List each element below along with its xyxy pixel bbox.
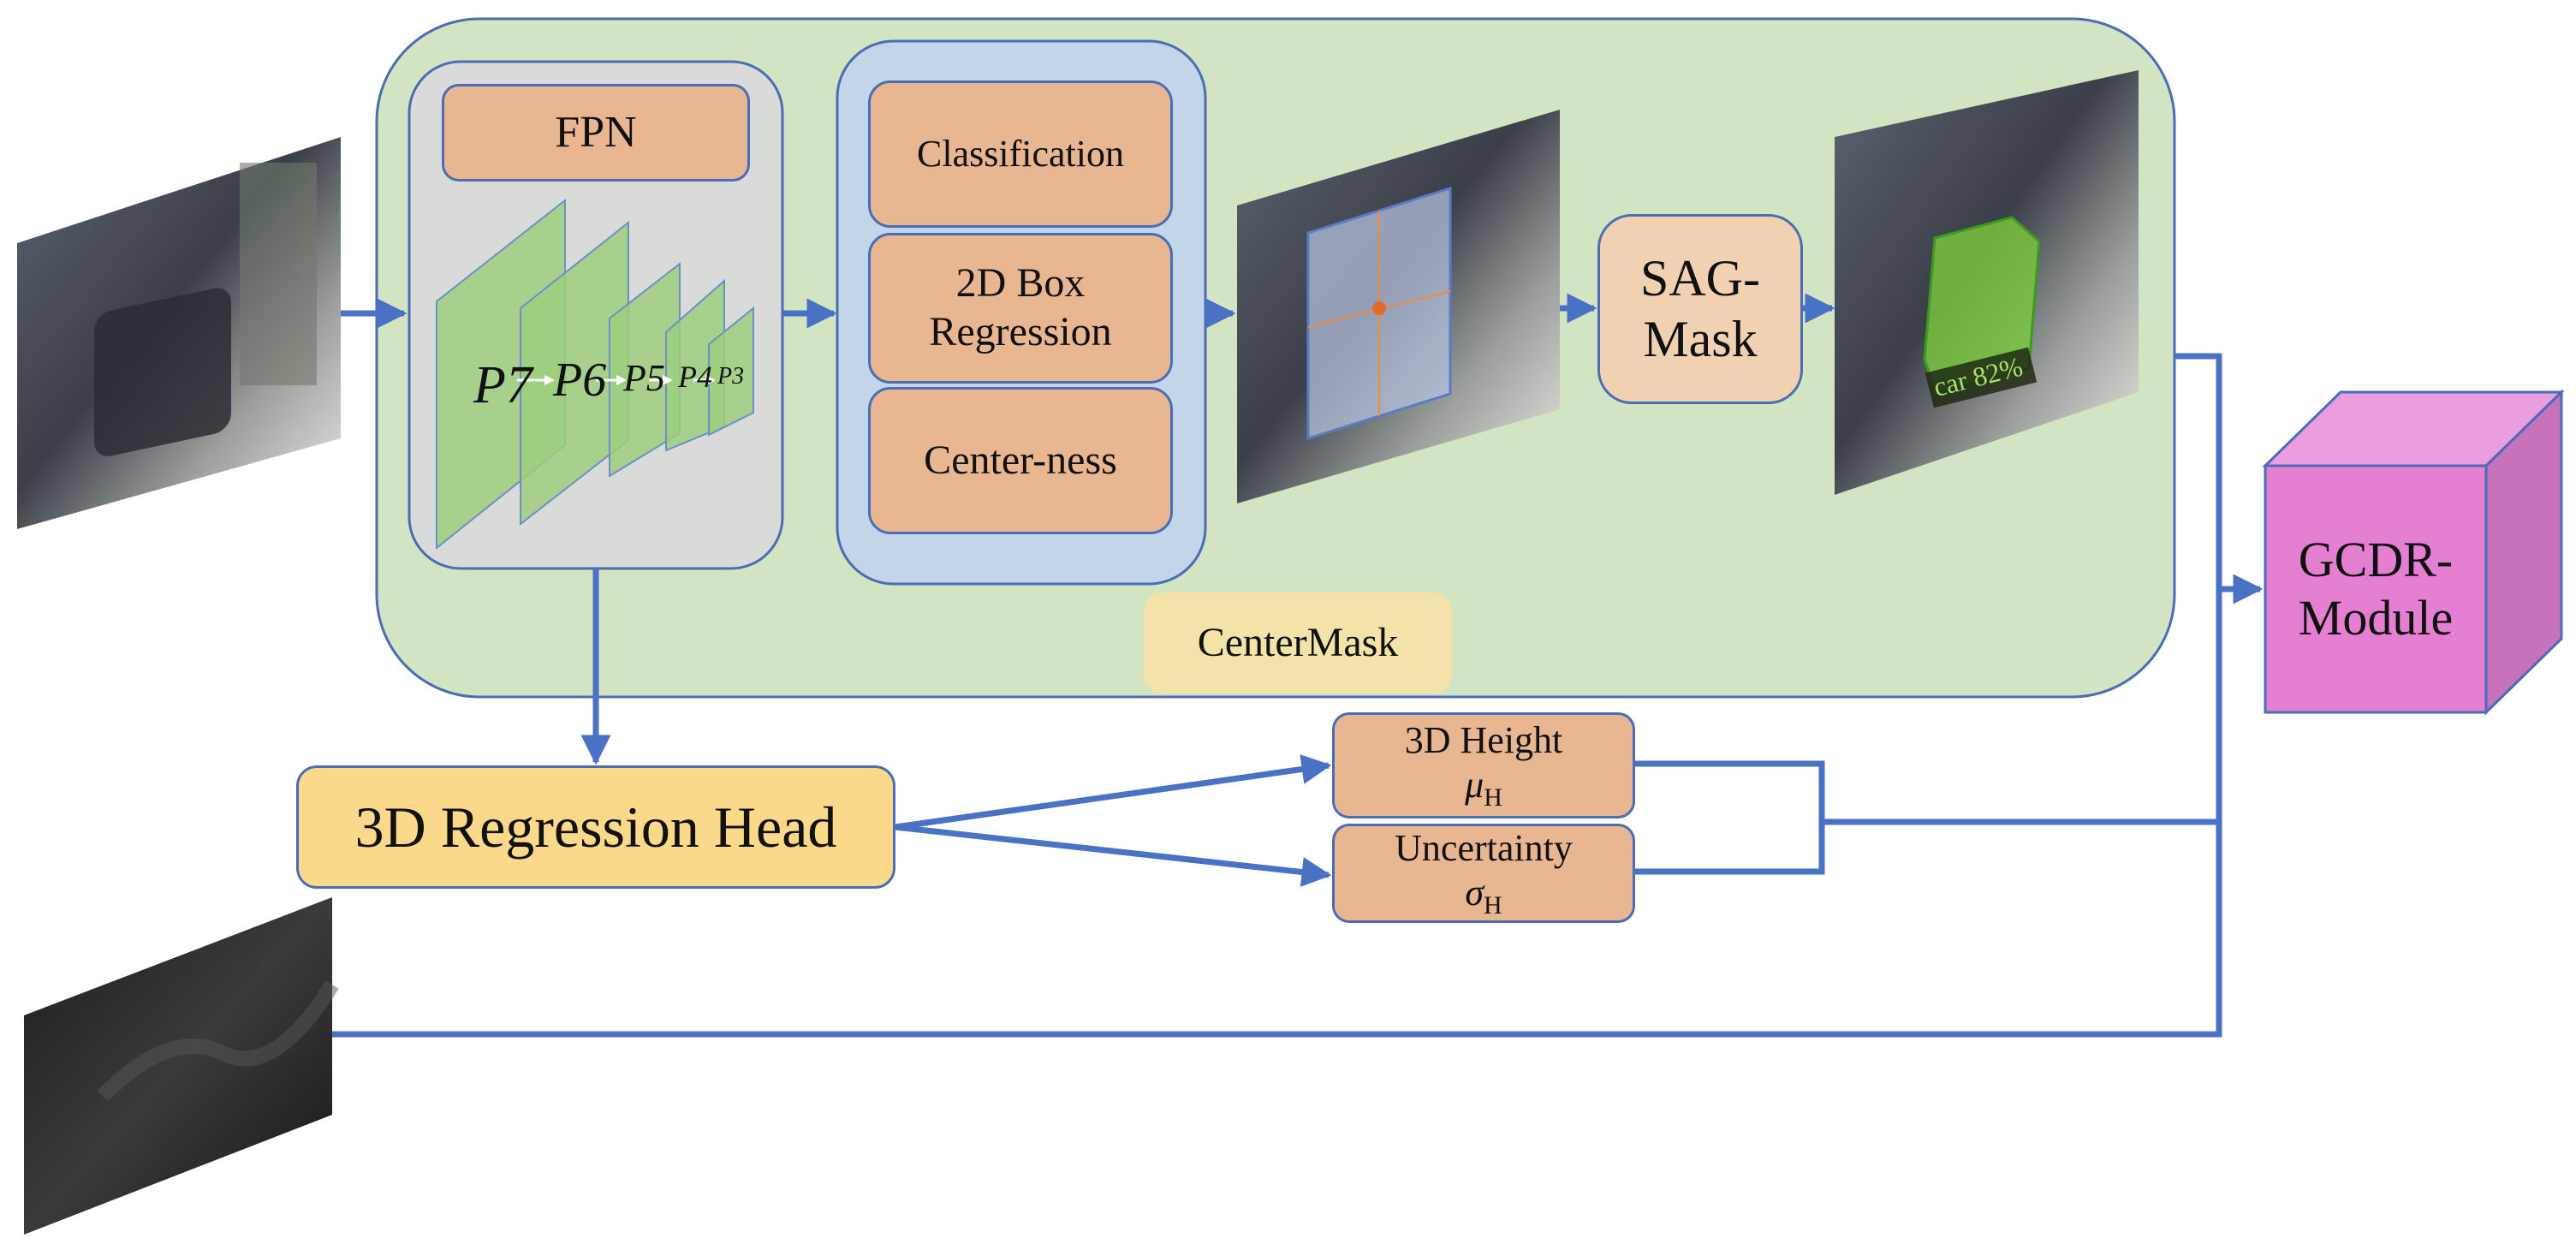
fpn-level-labels: P7 P6 P5 P4 P3 — [473, 354, 744, 414]
regression-head-label: 3D Regression Head — [354, 794, 837, 860]
fpn-label: FPN — [555, 108, 637, 158]
arrow-regression-to-uncertainty — [895, 824, 1332, 887]
fpn-lateral-arrows — [517, 375, 716, 385]
height-output-subscript: H — [1484, 783, 1502, 812]
segmentation-mask-image: car 82% — [1835, 70, 2139, 495]
bus-line — [332, 353, 2222, 1038]
feature-map-p3 — [708, 306, 754, 437]
gcdr-module-box: GCDR- Module — [2265, 466, 2486, 712]
level-label-p4: P4 — [677, 360, 712, 394]
box-regression-label: 2D Box Regression — [929, 260, 1112, 354]
height-output-symbol: μ — [1465, 763, 1484, 806]
uncertainty-output-title: Uncertainty — [1395, 826, 1573, 869]
box-regression-box: 2D Box Regression — [868, 233, 1173, 384]
uncertainty-output-box: Uncertainty σH — [1332, 824, 1635, 923]
centerness-box: Center-ness — [868, 387, 1173, 534]
fpn-box: FPN — [442, 84, 750, 182]
connectors — [332, 293, 2264, 1038]
centermask-label: CenterMask — [1197, 619, 1399, 665]
level-label-p5: P5 — [622, 357, 665, 399]
level-label-p3: P3 — [717, 363, 744, 390]
gcdr-module-label: GCDR- Module — [2298, 531, 2454, 646]
classification-label: Classification — [917, 133, 1124, 176]
gcdr-cube — [2262, 389, 2565, 716]
centermask-label-box: CenterMask — [1144, 592, 1452, 693]
height-output-box: 3D Height μH — [1332, 712, 1635, 818]
uncertainty-output-symbol: σ — [1465, 871, 1484, 914]
arrow-regression-to-height — [895, 754, 1332, 830]
centerness-label: Center-ness — [924, 437, 1117, 483]
sag-mask-box: SAG- Mask — [1597, 214, 1803, 404]
bracket-height-uncertainty — [1635, 760, 1825, 875]
level-label-p7: P7 — [473, 356, 535, 414]
input-rgb-image — [17, 137, 341, 529]
regression-head-box: 3D Regression Head — [296, 765, 895, 889]
sag-mask-label: SAG- Mask — [1639, 250, 1760, 367]
height-output-title: 3D Height — [1404, 718, 1563, 761]
uncertainty-output-subscript: H — [1484, 890, 1502, 920]
classification-box: Classification — [868, 80, 1173, 228]
level-label-p6: P6 — [552, 354, 606, 407]
detection-box-image — [1237, 110, 1560, 503]
depth-image — [24, 897, 339, 1235]
fpn-pyramid — [436, 198, 754, 551]
